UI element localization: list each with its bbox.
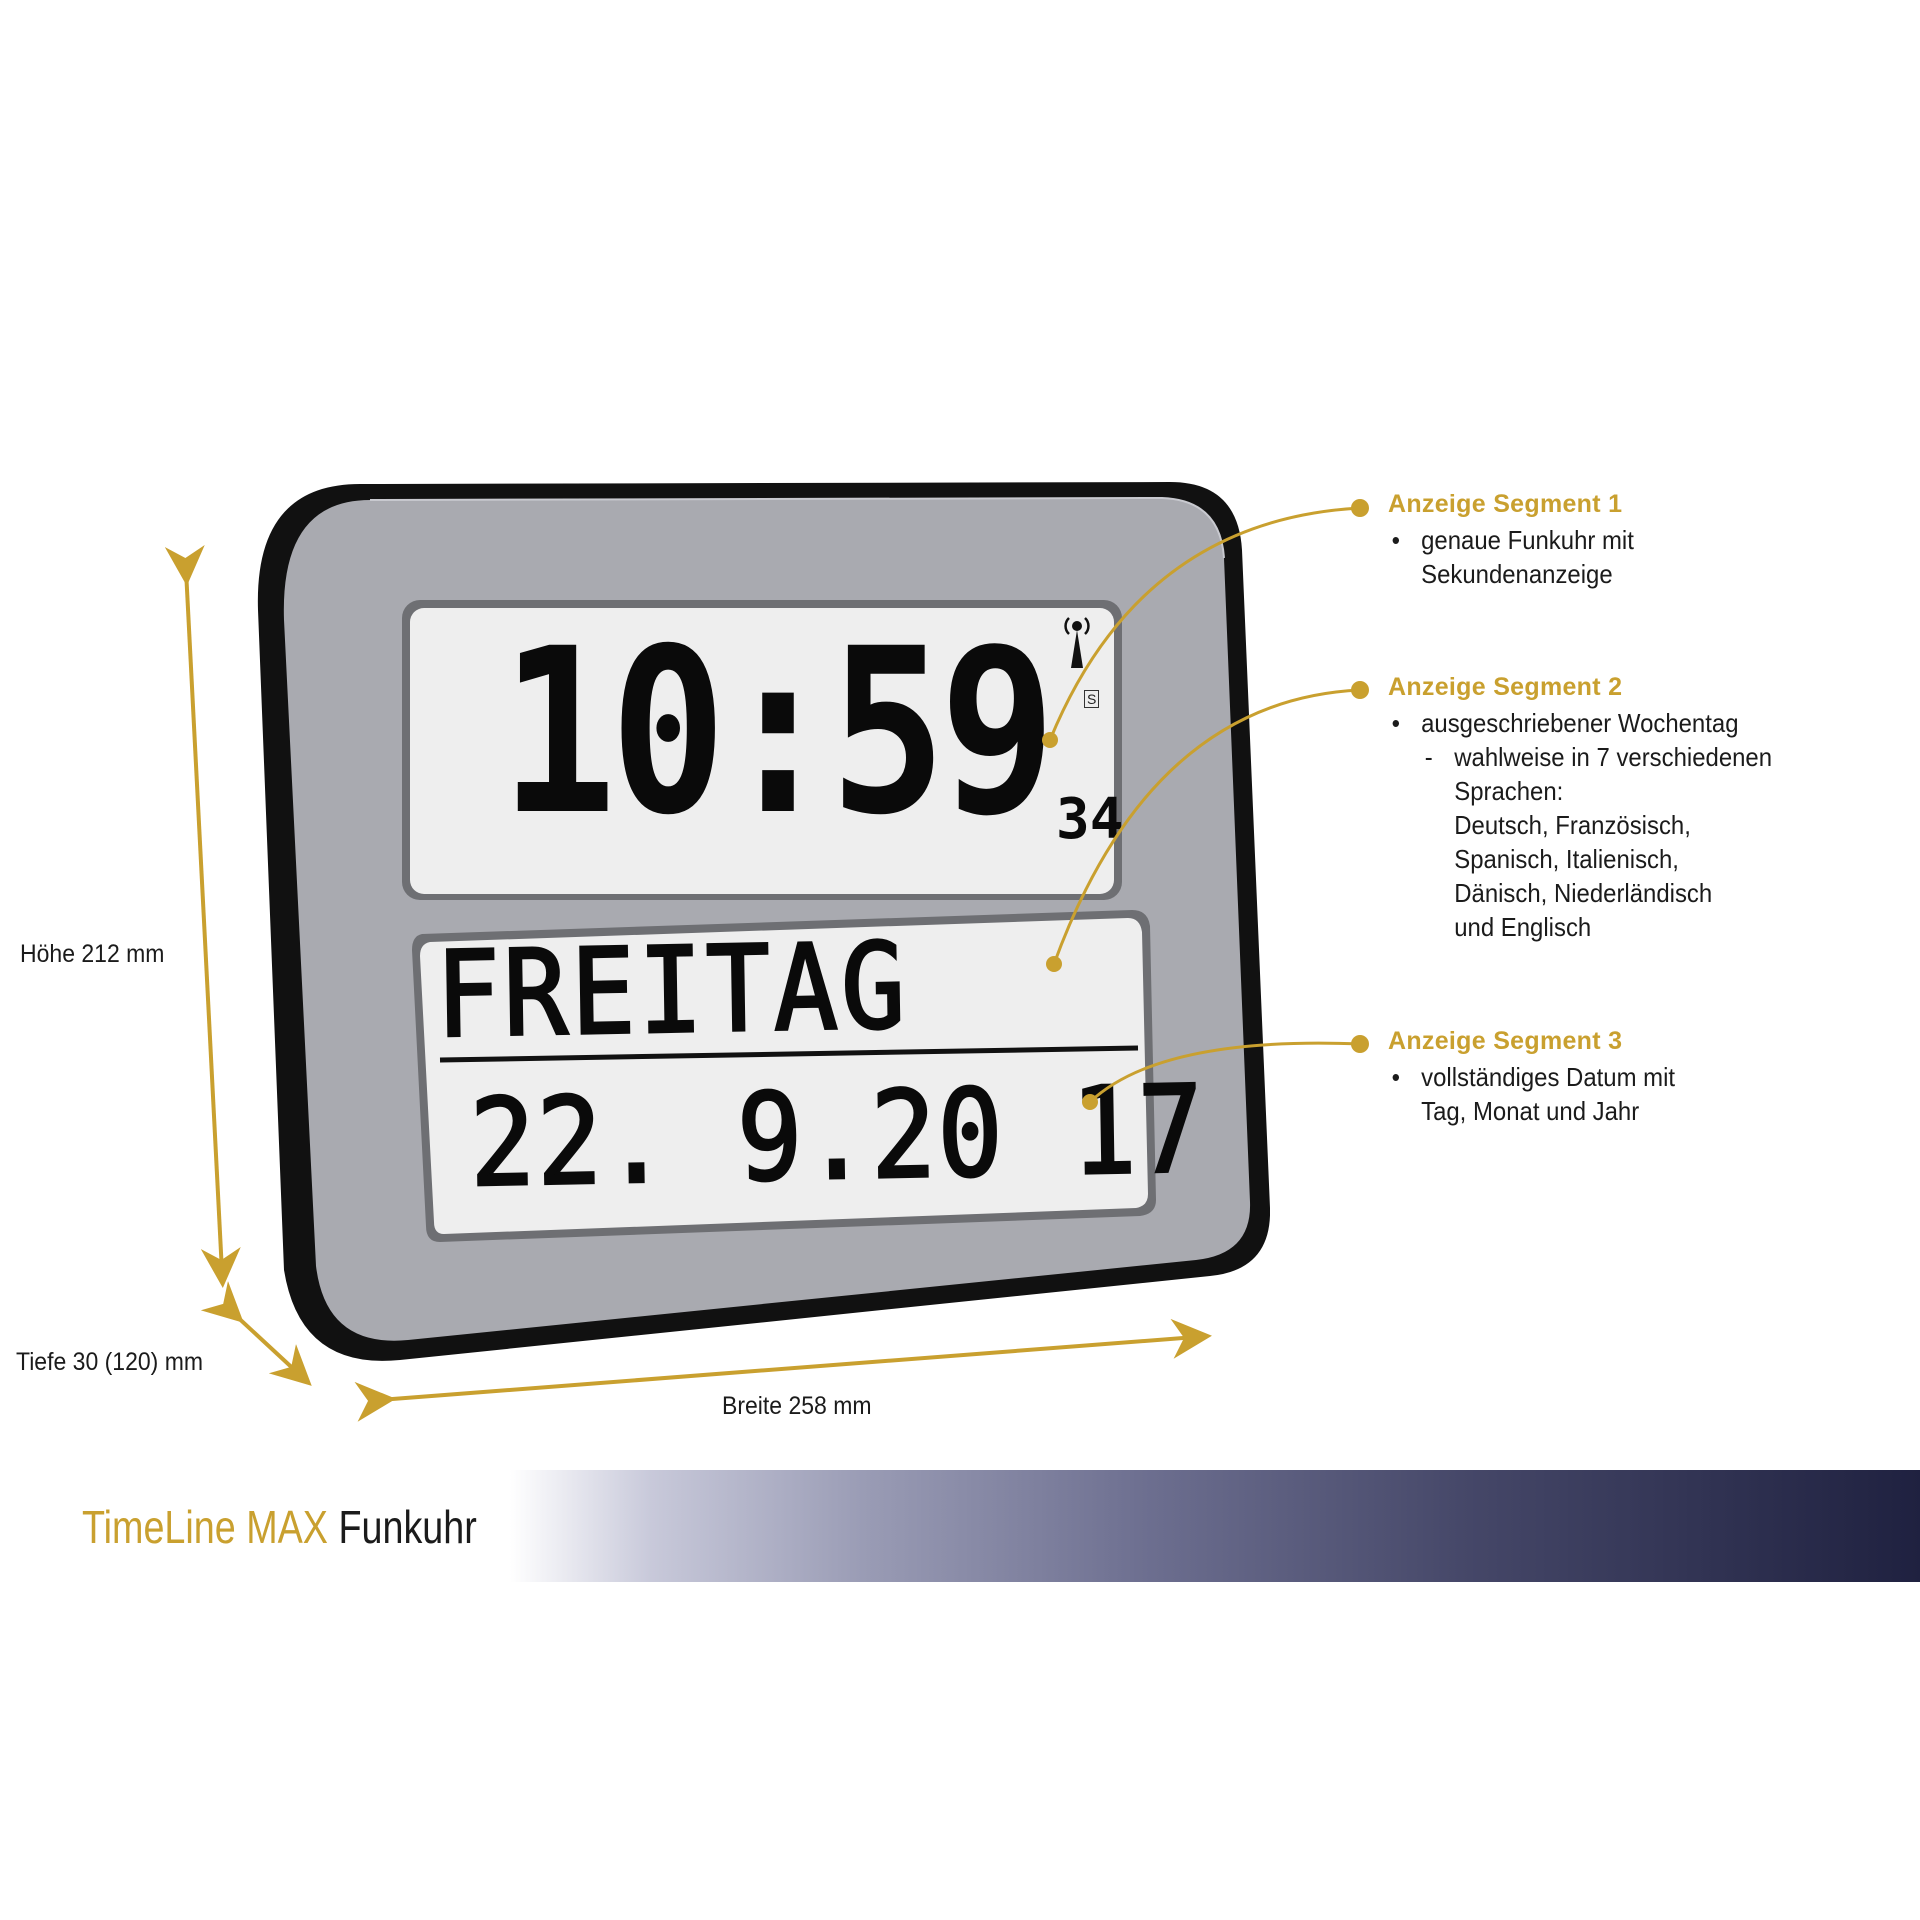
depth-arrow — [200, 1281, 312, 1386]
product-type: Funkuhr — [338, 1501, 477, 1553]
callout-bullet: genaue Funkuhr mit — [1388, 523, 1634, 557]
callout-bullet: ausgeschriebener Wochentag — [1388, 706, 1772, 740]
gradient-banner — [510, 1470, 1920, 1582]
callout-title: Anzeige Segment 3 — [1388, 1027, 1623, 1055]
callout-line: Spanisch, Italienisch, — [1454, 844, 1679, 874]
callout-segment-3: Anzeige Segment 3 vollständiges Datum mi… — [1388, 1027, 1700, 1128]
dst-indicator: S — [1084, 690, 1100, 708]
height-arrow — [164, 545, 241, 1288]
height-label: Höhe 212 mm — [20, 940, 165, 968]
callout-sub-bullet: wahlweise in 7 verschiedenen — [1388, 740, 1772, 774]
callout-line: Dänisch, Niederländisch — [1454, 878, 1713, 908]
depth-label: Tiefe 30 (120) mm — [16, 1348, 204, 1376]
product-name: TimeLine MAX — [82, 1501, 328, 1553]
callout-segment-2: Anzeige Segment 2 ausgeschriebener Woche… — [1388, 673, 1805, 944]
callout-bullet: vollständiges Datum mit — [1388, 1060, 1675, 1094]
width-label: Breite 258 mm — [722, 1392, 872, 1420]
callout-title: Anzeige Segment 1 — [1388, 490, 1623, 518]
callout-line: Deutsch, Französisch, — [1454, 810, 1691, 840]
product-title: TimeLine MAX Funkuhr — [82, 1500, 477, 1554]
callout-title: Anzeige Segment 2 — [1388, 673, 1623, 701]
callout-line: Tag, Monat und Jahr — [1421, 1096, 1640, 1126]
callout-line: Sekundenanzeige — [1421, 559, 1613, 589]
time-display: 10:59 — [500, 599, 1056, 865]
wall-clock — [257, 482, 1270, 1361]
callout-segment-1: Anzeige Segment 1 genaue Funkuhr mit Sek… — [1388, 490, 1655, 591]
callout-line: und Englisch — [1454, 912, 1592, 942]
radio-tower-icon — [1064, 617, 1090, 668]
width-arrow — [354, 1318, 1212, 1422]
seconds-display: 34 — [1056, 787, 1124, 852]
callout-line: Sprachen: — [1454, 776, 1564, 806]
